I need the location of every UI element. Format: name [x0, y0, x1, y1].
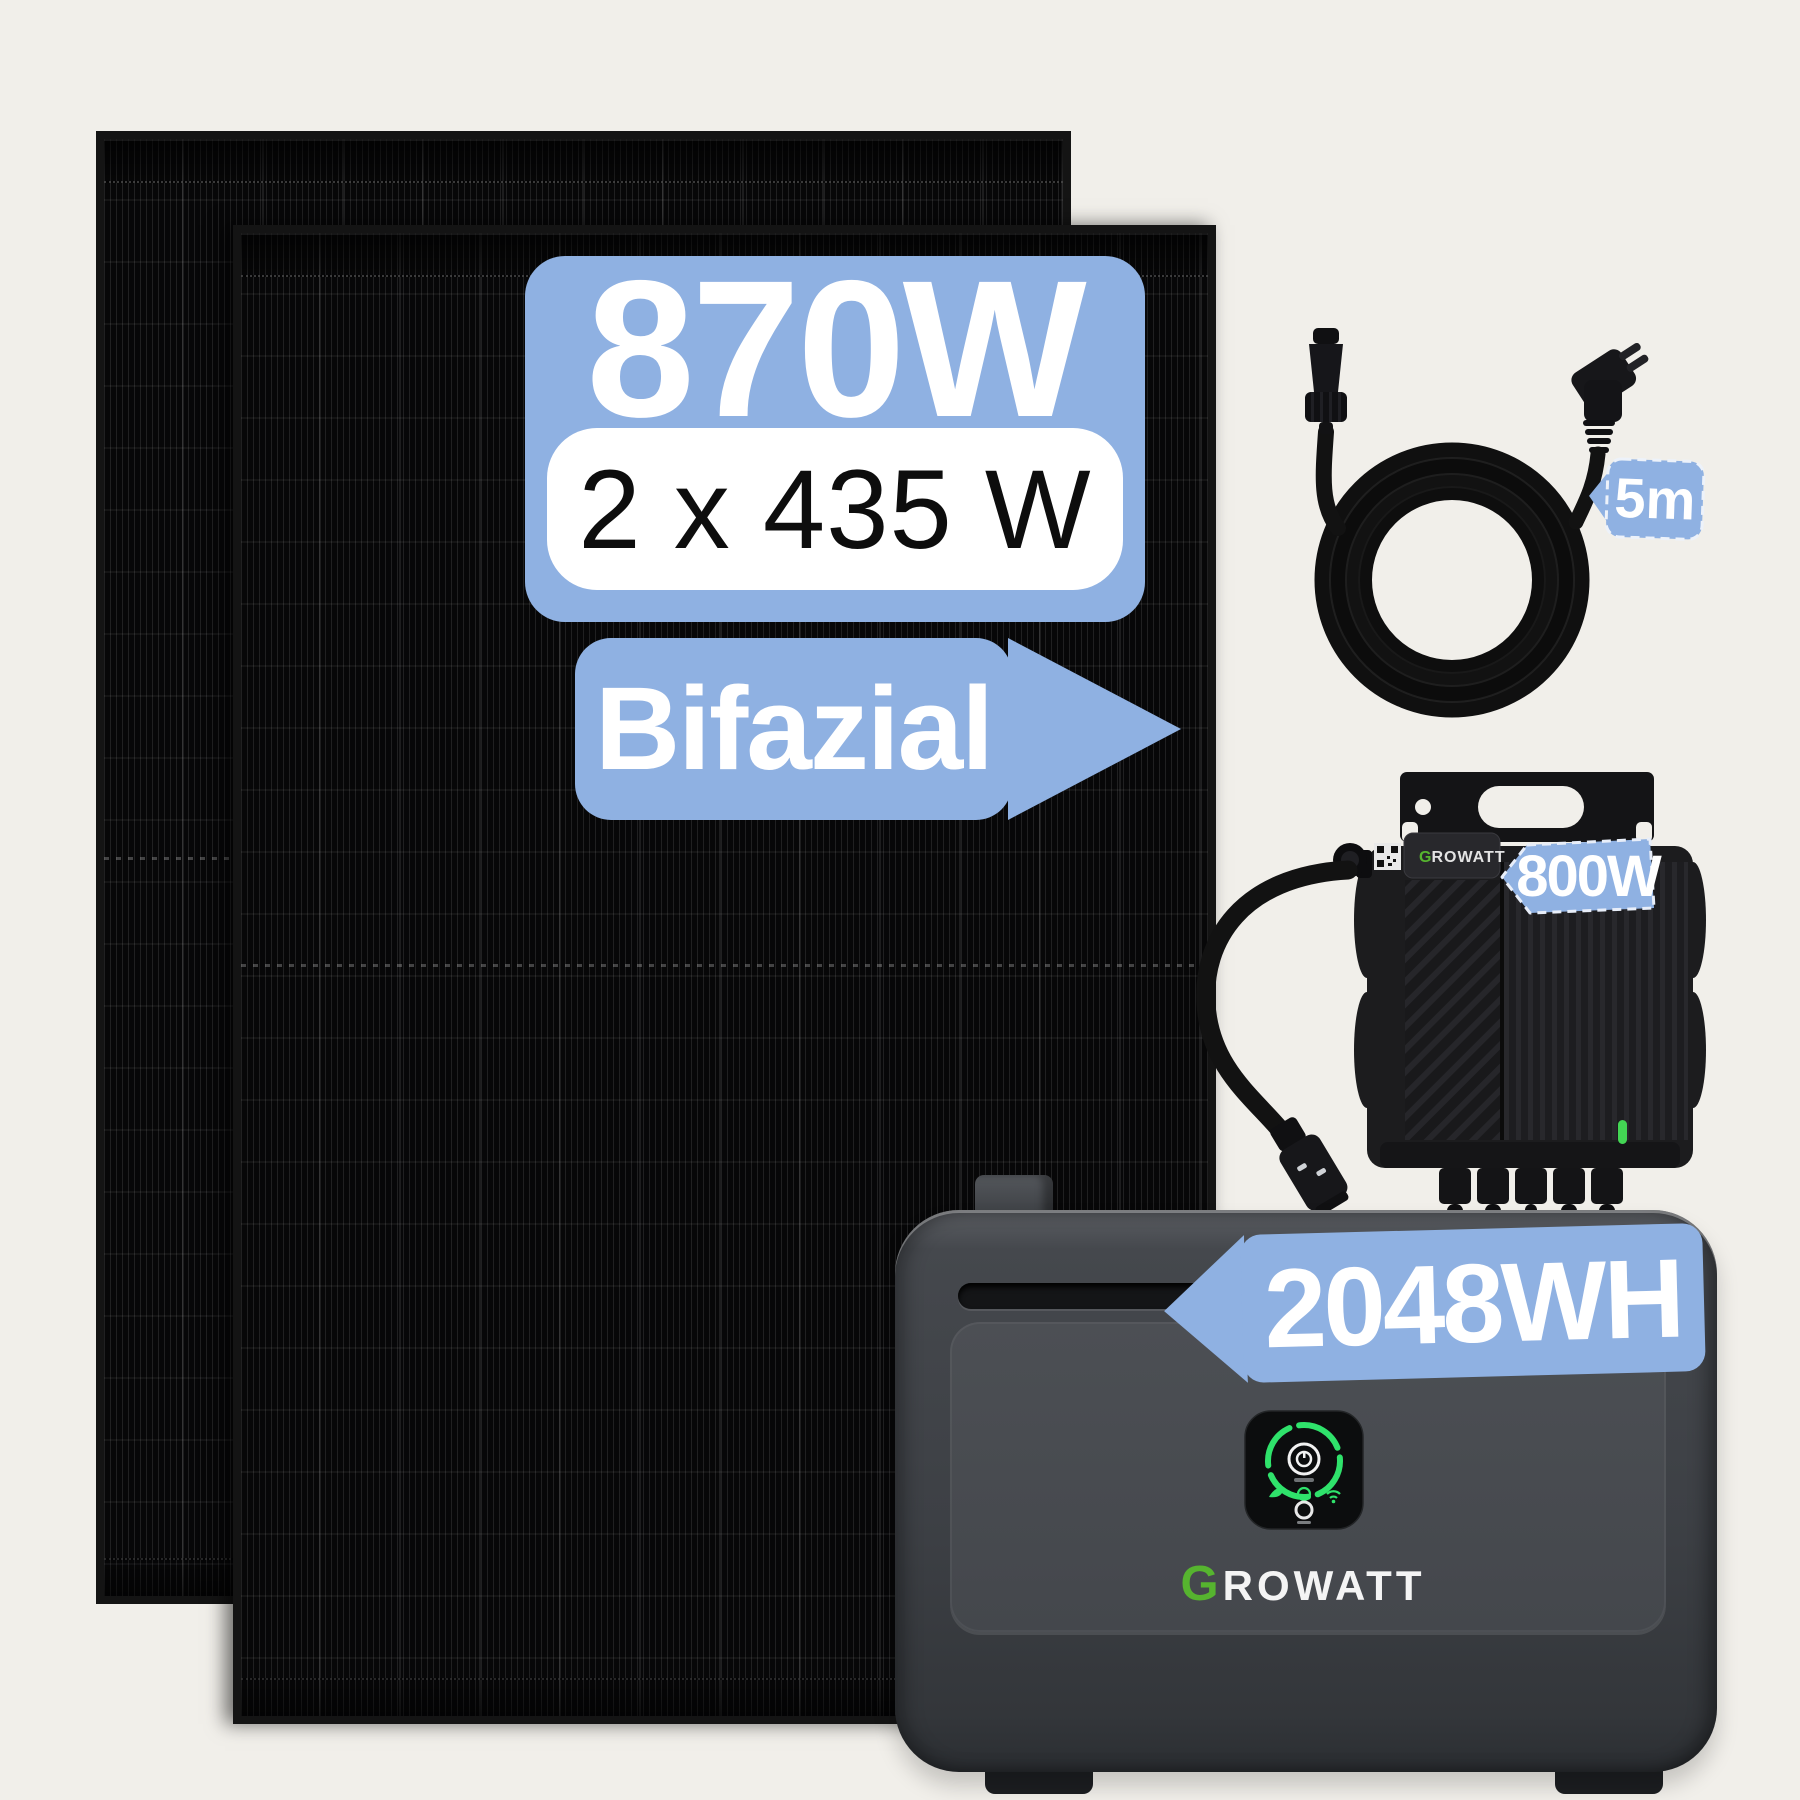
cable-right-lead — [1568, 446, 1606, 530]
display-caption — [1294, 1478, 1314, 1482]
brand-letters-rest: ROWATT — [1222, 1562, 1426, 1609]
brand-letter-g: G — [1180, 1557, 1223, 1611]
inverter-body — [1354, 846, 1706, 1168]
power-icon — [1287, 1442, 1321, 1476]
mode-icon — [1296, 1486, 1312, 1502]
arrow-left-icon — [1162, 1235, 1248, 1385]
bifacial-label: Bifazial — [575, 638, 1187, 820]
total-power-badge: 870W 2 x 435 W — [525, 252, 1145, 622]
total-power-text: 870W — [586, 240, 1086, 458]
extension-cable-image: 5m — [1305, 328, 1706, 718]
cable-length-text: 5m — [1613, 466, 1696, 532]
inverter-logo-plate: GROWATT — [1403, 832, 1506, 879]
charge-ring — [1265, 1422, 1343, 1500]
wifi-icon — [1329, 1495, 1338, 1499]
microinverter-image: GROWATT — [1196, 772, 1706, 1316]
display-icon-row — [1269, 1486, 1341, 1504]
set-button-icon — [1294, 1500, 1314, 1520]
solar-connector-plug — [1305, 328, 1347, 434]
cable-left-lead — [1315, 424, 1346, 536]
mounting-bracket — [1400, 772, 1654, 842]
ac-pigtail-cable — [1196, 860, 1358, 1142]
inverter-brand-logo: GROWATT — [1419, 849, 1506, 866]
ac-connector — [1270, 1117, 1349, 1216]
status-led — [1618, 1120, 1627, 1144]
eco-leaf-icon — [1269, 1487, 1284, 1498]
inverter-power-text: 800W — [1516, 844, 1662, 909]
cable-coil — [1314, 442, 1590, 718]
battery-display — [1244, 1410, 1364, 1530]
bifacial-label-text: Bifazial — [575, 638, 1012, 820]
bracket-handle-cutout — [1478, 786, 1584, 828]
wifi-icon — [1331, 1499, 1336, 1504]
qr-code — [1374, 843, 1401, 870]
schuko-plug — [1571, 342, 1649, 453]
cable-length-tag: 5m — [1589, 457, 1706, 541]
battery-brand-logo: GROWATT — [1103, 1556, 1503, 1612]
battery-capacity-text: 2048WH — [1240, 1222, 1706, 1384]
wifi-icon — [1326, 1490, 1341, 1495]
arrow-right-icon — [1008, 638, 1181, 820]
panel-config-pill: 2 x 435 W — [547, 428, 1123, 590]
display-caption — [1297, 1521, 1311, 1524]
inverter-power-tag: 800W — [1500, 837, 1664, 915]
battery-capacity-label: 2048WH — [1162, 1222, 1706, 1385]
